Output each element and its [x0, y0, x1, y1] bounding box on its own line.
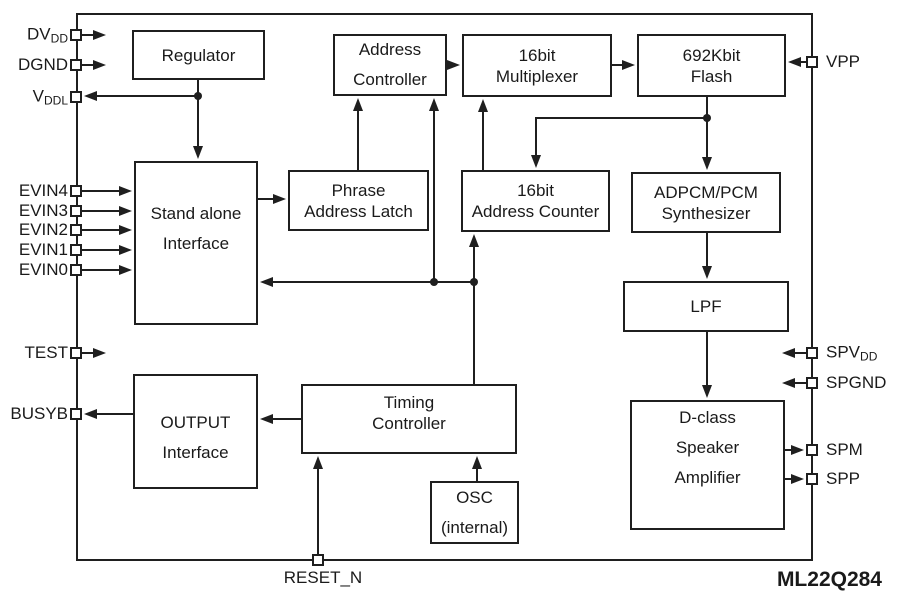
pin-evin4 — [70, 185, 82, 197]
pin-label-spm: SPM — [826, 440, 863, 459]
block-16bit-multiplexer-line1: 16bit — [518, 45, 556, 65]
block-692kbit-flash: 692Kbit Flash — [637, 34, 786, 97]
block-adpcm-pcm-synthesizer-line1: ADPCM/PCM — [654, 182, 758, 202]
block-osc-internal: OSC (internal) — [430, 481, 519, 544]
pin-label-evin4: EVIN4 — [18, 181, 68, 200]
pin-label-vpp: VPP — [826, 52, 861, 71]
block-16bit-address-counter-line2: Address Counter — [471, 202, 600, 221]
block-lpf: LPF — [623, 281, 789, 332]
pin-label-dgnd: DGND — [17, 55, 68, 74]
pin-dvdd — [70, 29, 82, 41]
pin-vddl — [70, 91, 82, 103]
block-phrase-address-latch-line2: Address Latch — [304, 201, 413, 221]
block-output-interface: OUTPUT Interface — [133, 374, 258, 489]
block-address-controller: Address Controller — [333, 34, 447, 96]
block-dclass-line2: Speaker — [675, 438, 740, 457]
pin-label-vddl: VDDL — [32, 86, 68, 108]
pin-label-test: TEST — [24, 343, 68, 362]
block-timing-controller: Timing Controller — [301, 384, 517, 454]
block-692kbit-flash-line2: Flash — [690, 66, 733, 86]
pin-evin3 — [70, 205, 82, 217]
block-output-interface-line2: Interface — [162, 442, 229, 462]
block-output-interface-line1: OUTPUT — [160, 412, 231, 432]
pin-vpp — [806, 56, 818, 68]
block-phrase-address-latch: Phrase Address Latch — [288, 170, 429, 231]
pin-evin2 — [70, 224, 82, 236]
block-dclass-speaker-amplifier: D-class Speaker Amplifier — [630, 400, 785, 530]
block-adpcm-pcm-synthesizer: ADPCM/PCM Synthesizer — [631, 172, 781, 233]
block-regulator: Regulator — [132, 30, 265, 80]
chip-part-number: ML22Q284 — [776, 568, 882, 591]
pin-spgnd — [806, 377, 818, 389]
pin-label-dvdd: DVDD — [27, 24, 68, 46]
block-692kbit-flash-line1: 692Kbit — [682, 45, 741, 65]
pin-label-evin3: EVIN3 — [18, 201, 68, 220]
pin-label-evin0: EVIN0 — [18, 260, 68, 279]
block-adpcm-pcm-synthesizer-line2: Synthesizer — [661, 203, 751, 223]
pin-busyb — [70, 408, 82, 420]
chip-outline — [76, 13, 813, 561]
block-stand-alone-interface-line1: Stand alone — [150, 204, 242, 223]
block-16bit-address-counter: 16bit Address Counter — [461, 170, 610, 232]
block-stand-alone-interface: Stand alone Interface — [134, 161, 258, 325]
pin-spm — [806, 444, 818, 456]
pin-label-busyb: BUSYB — [10, 404, 68, 423]
block-dclass-line3: Amplifier — [674, 468, 741, 487]
block-phrase-address-latch-line1: Phrase — [331, 180, 386, 200]
pin-label-reset-n: RESET_N — [283, 568, 363, 587]
junction-dots — [194, 92, 711, 286]
pin-reset-n — [312, 554, 324, 566]
block-osc-internal-line2: (internal) — [440, 517, 509, 537]
pin-label-evin1: EVIN1 — [18, 240, 68, 259]
block-lpf-label: LPF — [690, 297, 722, 316]
pin-label-spp: SPP — [826, 469, 861, 488]
block-timing-controller-line1: Timing — [383, 393, 435, 412]
pin-test — [70, 347, 82, 359]
arrowheads — [84, 30, 804, 484]
pin-evin0 — [70, 264, 82, 276]
block-address-controller-line1: Address — [358, 40, 422, 59]
block-16bit-address-counter-line1: 16bit — [517, 181, 554, 200]
block-stand-alone-interface-line2: Interface — [162, 234, 230, 253]
block-address-controller-line2: Controller — [353, 70, 427, 89]
pin-label-spvdd: SPVDD — [826, 342, 878, 364]
block-regulator-label: Regulator — [161, 45, 236, 65]
block-16bit-multiplexer: 16bit Multiplexer — [462, 34, 612, 97]
block-timing-controller-line2: Controller — [372, 414, 446, 433]
pin-spvdd — [806, 347, 818, 359]
pin-evin1 — [70, 244, 82, 256]
block-16bit-multiplexer-line2: Multiplexer — [495, 66, 579, 86]
block-dclass-line1: D-class — [679, 408, 736, 427]
pin-label-spgnd: SPGND — [826, 373, 887, 392]
pin-dgnd — [70, 59, 82, 71]
pin-label-evin2: EVIN2 — [18, 220, 68, 239]
pin-spp — [806, 473, 818, 485]
block-osc-internal-line1: OSC — [456, 487, 493, 507]
